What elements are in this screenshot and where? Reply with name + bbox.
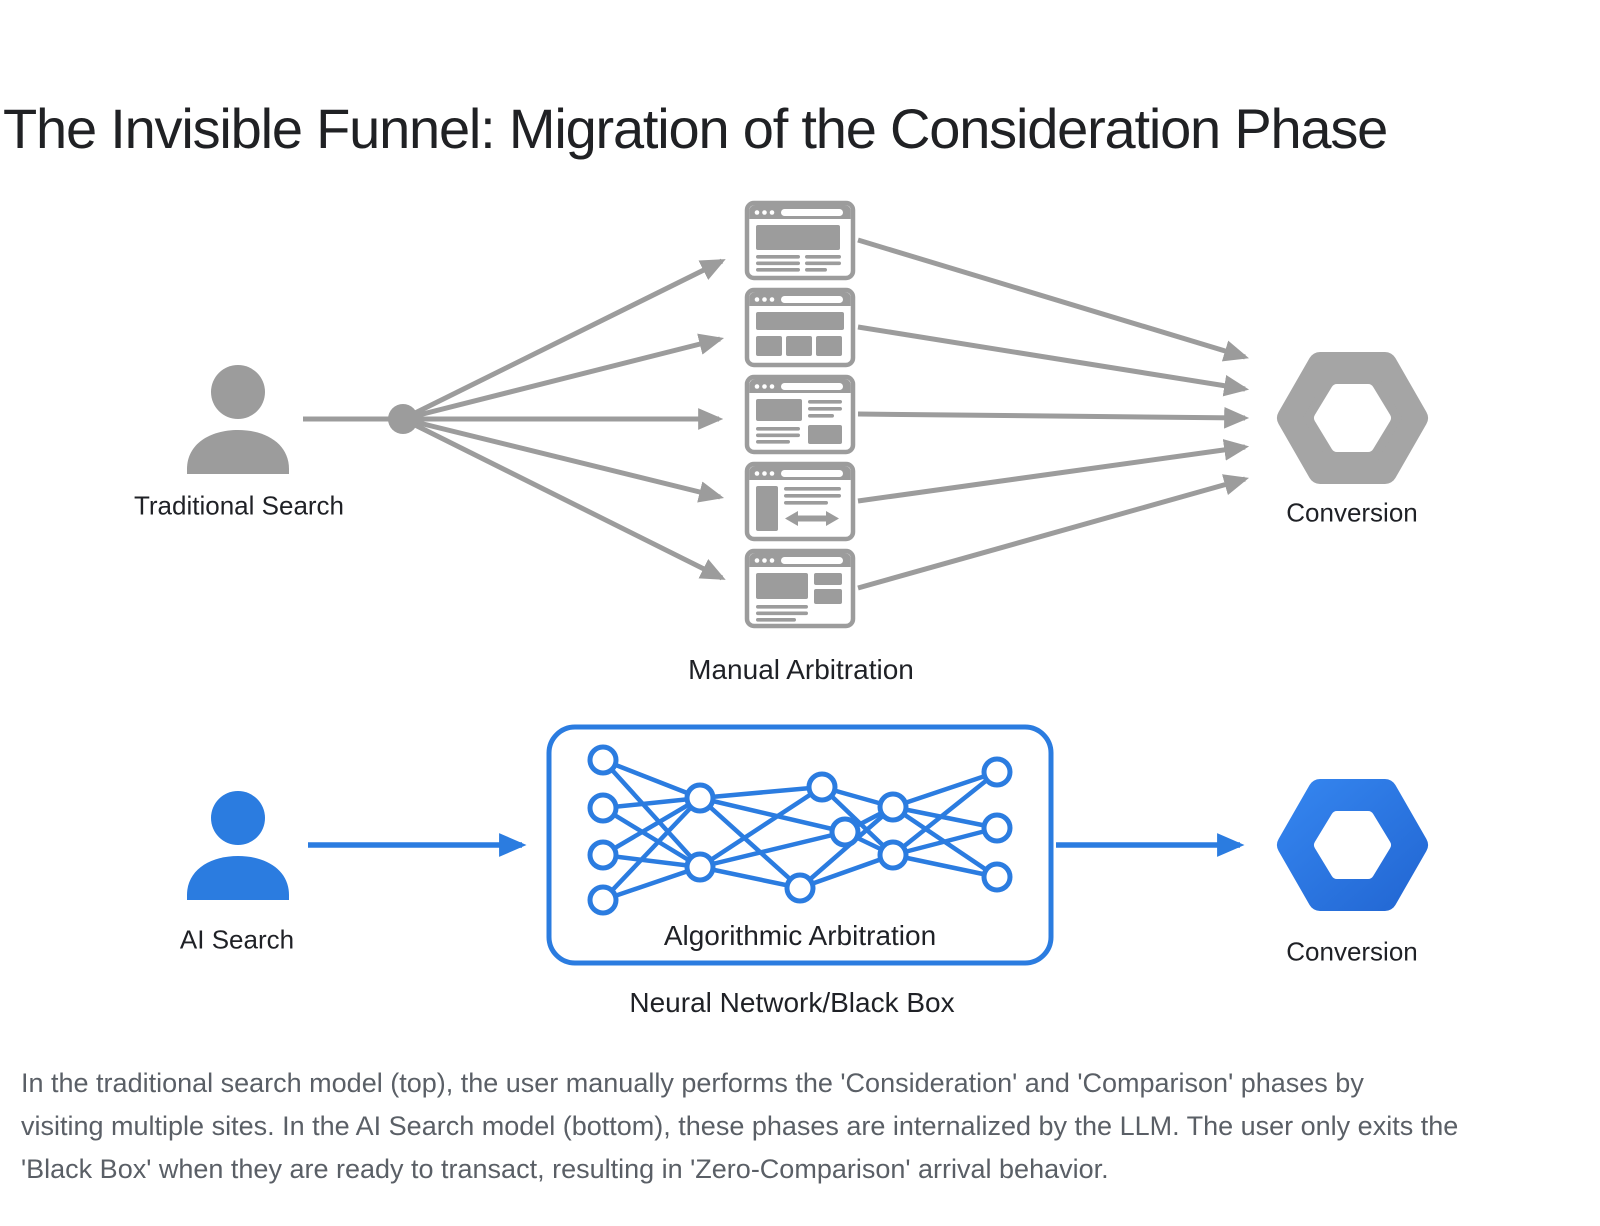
browser-window-icon — [744, 374, 856, 455]
browser-window-icon — [744, 200, 856, 281]
user-icon — [187, 365, 289, 474]
traditional-search-label: Traditional Search — [133, 490, 345, 521]
conversion-hexagon-icon — [1277, 352, 1428, 484]
manual-arbitration-label: Manual Arbitration — [688, 654, 914, 685]
caption-line: visiting multiple sites. In the AI Searc… — [21, 1111, 1459, 1141]
converge-arrows — [857, 237, 1250, 591]
fanout-arrows — [303, 258, 726, 581]
page-title: The Invisible Funnel: Migration of the C… — [3, 96, 1388, 160]
browser-window-icon — [744, 548, 856, 629]
caption-line: In the traditional search model (top), t… — [21, 1068, 1364, 1098]
caption-line: 'Black Box' when they are ready to trans… — [21, 1154, 1109, 1184]
neural-network-blackbox-label: Neural Network/Black Box — [629, 987, 955, 1018]
neural-network-icon — [587, 744, 1013, 916]
conversion-hexagon-icon — [1277, 779, 1428, 911]
conversion-bottom-label: Conversion — [1286, 936, 1418, 967]
conversion-top-label: Conversion — [1286, 497, 1418, 528]
browser-window-icon — [744, 287, 856, 368]
algorithmic-arbitration-label: Algorithmic Arbitration — [663, 920, 937, 951]
compare-arrow-icon — [785, 511, 839, 526]
ai-search-label: AI Search — [179, 924, 295, 955]
figure-caption: In the traditional search model (top), t… — [21, 1062, 1581, 1191]
user-icon — [187, 791, 289, 900]
browser-window-icon — [744, 461, 856, 542]
fanout-node — [388, 404, 418, 434]
